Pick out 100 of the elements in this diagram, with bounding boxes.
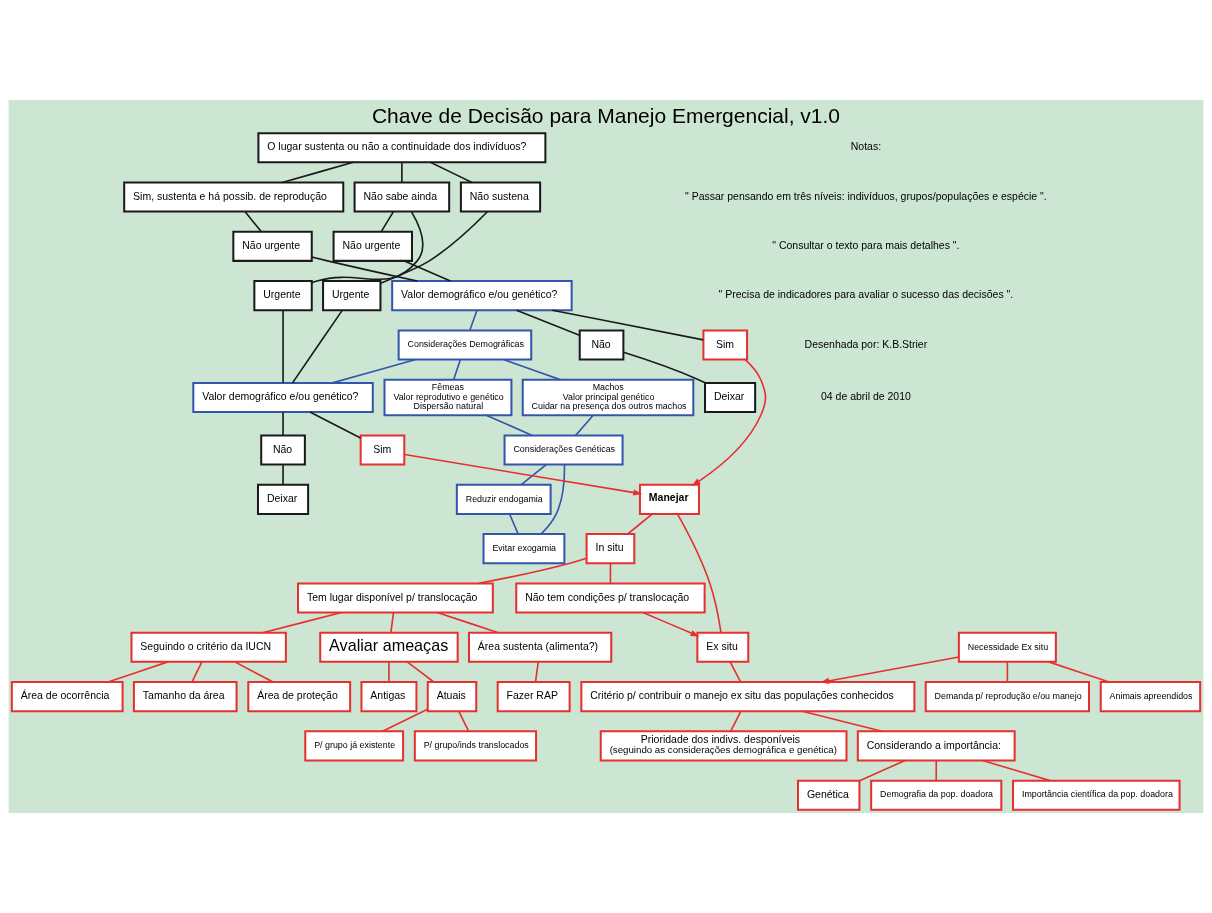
connector xyxy=(281,161,355,184)
node-box: Critério p/ contribuir o manejo ex situ das populações conhecidos xyxy=(580,681,916,713)
connector xyxy=(388,661,390,683)
node-box: Manejar xyxy=(638,483,700,515)
connector xyxy=(626,513,654,535)
node-box: Não xyxy=(578,329,625,361)
connector xyxy=(502,358,561,381)
connector xyxy=(282,309,284,384)
connector xyxy=(676,513,722,634)
label: " Precisa de indicadores para avaliar o sucesso das decisões ". xyxy=(718,288,1014,301)
node-box: Necessidade Ex situ xyxy=(957,631,1057,663)
diagram-title: Chave de Decisão para Manejo Emergencial, v1.0 xyxy=(371,104,841,128)
connector xyxy=(520,463,548,486)
node-box: P/ grupo/inds translocados xyxy=(413,730,538,762)
connector xyxy=(244,210,262,233)
connector xyxy=(379,210,489,285)
connector xyxy=(935,759,938,782)
connector xyxy=(331,358,417,384)
node-box: Sim xyxy=(359,434,406,466)
node-box: Genética xyxy=(797,779,861,811)
connector xyxy=(311,256,418,282)
connector xyxy=(401,161,403,184)
connector xyxy=(515,309,581,337)
node-box: O lugar sustenta ou não a continuidade dos indivíduos? xyxy=(257,132,547,164)
node-box: Prioridade dos indivs. desponíveis (seguindo as considerações demográfica e genética) xyxy=(599,730,848,762)
label: Notas: xyxy=(850,140,882,153)
node-box: Sim, sustenta e há possib. de reprodução xyxy=(123,181,345,213)
connector xyxy=(311,210,424,284)
node-box: Valor demográfico e/ou genético? xyxy=(391,280,573,312)
node-box: Demanda p/ reprodução e/ou manejo xyxy=(924,681,1090,713)
connector xyxy=(390,611,395,634)
node-box: Fêmeas Valor reprodutivo e genético Dispersão natural xyxy=(383,378,513,417)
connector xyxy=(403,260,452,282)
node-box: Considerações Genéticas xyxy=(503,434,624,466)
node-box: Não urgente xyxy=(332,230,413,262)
connector xyxy=(282,411,284,437)
node-box: Evitar exogamia xyxy=(482,533,566,565)
node-box: Tem lugar disponível p/ translocação xyxy=(297,582,494,614)
connector xyxy=(609,562,612,585)
node-box: Não sabe ainda xyxy=(353,181,451,213)
node-box: Fazer RAP xyxy=(496,681,571,713)
node-box: Urgente xyxy=(253,280,313,312)
node-box: Considerações Demográficas xyxy=(397,329,533,361)
connector xyxy=(429,161,473,184)
connector xyxy=(191,661,203,683)
node-box: In situ xyxy=(585,533,636,565)
node-box: Deixar xyxy=(704,381,757,414)
node-box: Avaliar ameaças xyxy=(319,631,459,663)
connector xyxy=(457,710,470,732)
label: 04 de abril de 2010 xyxy=(820,390,911,403)
connector xyxy=(485,414,534,437)
connector xyxy=(1006,661,1009,683)
connector xyxy=(234,661,274,683)
label: Desenhada por: K.B.Strier xyxy=(804,337,928,350)
connector xyxy=(729,661,742,683)
connector xyxy=(469,309,478,331)
arrow xyxy=(820,656,960,684)
connector xyxy=(622,351,706,384)
connector xyxy=(729,710,742,732)
node-box: Seguindo o critério da IUCN xyxy=(130,631,287,663)
connector xyxy=(380,210,395,233)
node-box: Animais apreendidos xyxy=(1099,681,1202,713)
connector xyxy=(981,759,1051,782)
connector xyxy=(406,661,435,683)
node-box: Não urgente xyxy=(232,230,313,262)
node-box: Não tem condições p/ translocação xyxy=(515,582,706,614)
connector xyxy=(551,309,705,341)
connector xyxy=(452,358,462,381)
connector xyxy=(1047,661,1110,683)
node-box: Urgente xyxy=(322,280,382,312)
node-box: Ex situ xyxy=(696,631,750,663)
node-box: Antigas xyxy=(360,681,418,713)
node-box: Sim xyxy=(702,329,749,361)
node-box: P/ grupo já existente xyxy=(304,730,405,762)
node-box: Tamanho da área xyxy=(132,681,238,713)
node-box: Atuais xyxy=(426,681,478,713)
connector xyxy=(381,708,429,733)
connector xyxy=(477,557,588,585)
label: " Passar pensando em três níveis: indivíduos, grupos/populações e espécie ". xyxy=(685,189,1047,202)
node-box: Área de proteção xyxy=(247,681,352,713)
node-box: Importância científica da pop. doadora xyxy=(1012,779,1181,811)
connector xyxy=(291,309,343,384)
connector xyxy=(508,513,519,535)
arrow xyxy=(403,453,643,496)
arrow xyxy=(642,611,700,637)
node-box: Valor demográfico e/ou genético? xyxy=(192,381,374,414)
node-box: Demografia da pop. doadora xyxy=(870,779,1003,811)
arrow xyxy=(691,359,767,487)
node-box: Área sustenta (alimenta?) xyxy=(467,631,613,663)
node-box: Área de ocorrência xyxy=(10,681,124,713)
node-box: Reduzir endogamia xyxy=(455,483,552,515)
connector xyxy=(540,464,566,535)
connector xyxy=(574,414,594,437)
node-box: Não xyxy=(260,434,306,466)
node-box: Considerando a importância: xyxy=(856,730,1016,762)
node-box: Não sustena xyxy=(459,181,542,213)
label: " Consultar o texto para mais detalhes ". xyxy=(772,239,960,252)
node-box: Deixar xyxy=(257,483,310,515)
connector xyxy=(282,463,284,486)
connector xyxy=(534,661,540,683)
